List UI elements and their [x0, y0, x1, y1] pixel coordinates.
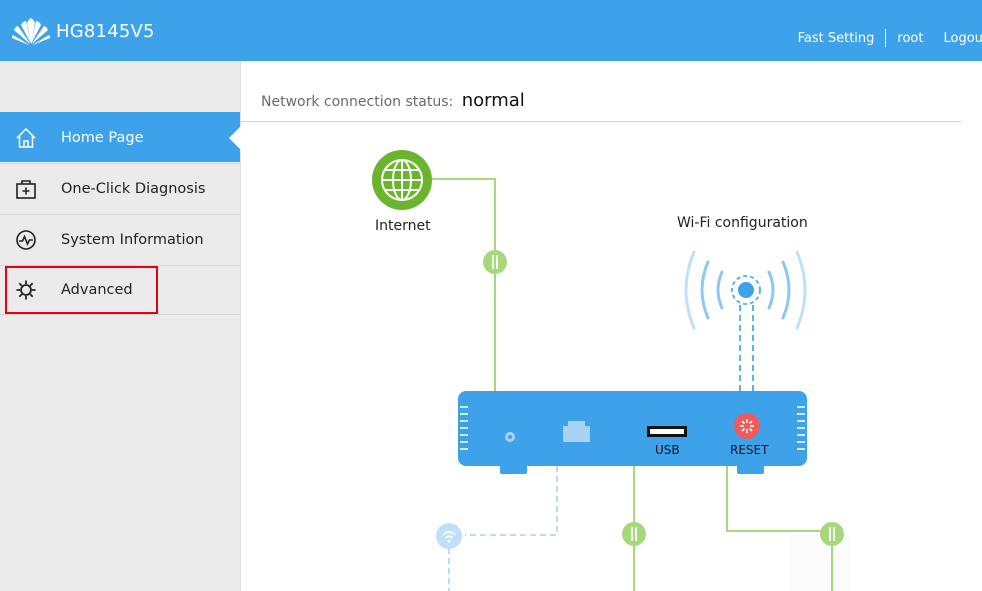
sidebar-item-label: One-Click Diagnosis: [61, 180, 206, 197]
header-links: Fast Setting root Logout: [798, 29, 982, 47]
fast-setting-link[interactable]: Fast Setting: [797, 30, 875, 46]
cable-plug-icon: [820, 522, 844, 546]
huawei-logo-icon: [12, 18, 50, 45]
sidebar-item-system-information[interactable]: System Information: [0, 214, 240, 264]
sidebar: Home Page One-Click Diagnosis System Inf…: [0, 61, 241, 591]
sidebar-item-label: Advanced: [61, 282, 133, 298]
wireless-dashed-lines: [448, 466, 558, 591]
home-icon: [6, 127, 46, 149]
router-device: [458, 391, 807, 474]
network-diagram: [372, 150, 850, 591]
connection-status: Network connection status: normal: [261, 90, 525, 111]
sidebar-item-advanced[interactable]: Advanced: [0, 265, 240, 315]
internet-globe-icon: [372, 150, 432, 210]
sidebar-item-home-page[interactable]: Home Page: [0, 112, 241, 162]
wifi-configuration-label[interactable]: Wi-Fi configuration: [677, 215, 808, 231]
cable-plug-icon: [483, 250, 507, 274]
internet-label[interactable]: Internet: [375, 218, 431, 234]
wifi-broadcast-icon: [684, 250, 807, 330]
pulse-icon: [6, 229, 46, 251]
usb-label[interactable]: USB: [655, 443, 680, 457]
status-divider: [241, 121, 961, 122]
sidebar-item-one-click-diagnosis[interactable]: One-Click Diagnosis: [0, 163, 240, 213]
top-header: HG8145V5 Fast Setting root Logout: [0, 0, 982, 61]
cable-plug-icon: [622, 522, 646, 546]
diagnosis-icon: [6, 178, 46, 200]
device-model: HG8145V5: [56, 20, 155, 42]
logout-link[interactable]: Logout: [943, 30, 982, 46]
reset-label[interactable]: RESET: [730, 443, 769, 457]
header-divider: [885, 29, 887, 47]
gear-icon: [6, 279, 46, 301]
user-link[interactable]: root: [897, 30, 924, 46]
status-value: normal: [461, 90, 525, 111]
status-label: Network connection status:: [261, 94, 454, 110]
sidebar-item-label: Home Page: [61, 129, 144, 146]
sidebar-item-label: System Information: [61, 231, 204, 248]
brand: HG8145V5: [12, 17, 155, 45]
wifi-node-icon: [436, 523, 462, 549]
